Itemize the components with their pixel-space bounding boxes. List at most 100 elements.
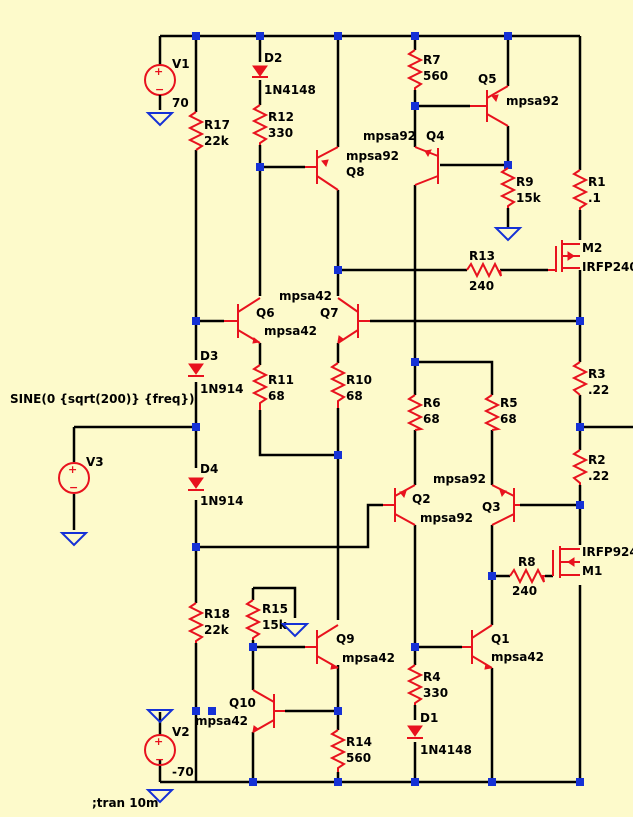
bottom-ground-icon bbox=[145, 789, 175, 804]
r12-value: 330 bbox=[268, 126, 293, 140]
q7-name: Q7 bbox=[320, 306, 339, 320]
r12-resistor[interactable]: R12 330 bbox=[251, 104, 294, 145]
r9-name: R9 bbox=[516, 175, 534, 189]
r15-resistor[interactable]: R15 15k bbox=[244, 599, 288, 640]
r13-name: R13 bbox=[469, 249, 495, 263]
r10-value: 68 bbox=[346, 389, 363, 403]
q1-transistor[interactable]: Q1 mpsa42 bbox=[462, 624, 544, 670]
q3-name: Q3 bbox=[482, 500, 501, 514]
r18-name: R18 bbox=[204, 607, 230, 621]
r11-name: R11 bbox=[268, 373, 294, 387]
q5-model: mpsa92 bbox=[506, 94, 559, 108]
v1-ground-icon bbox=[145, 112, 175, 127]
r5-resistor[interactable]: R5 68 bbox=[483, 394, 518, 431]
r6-value: 68 bbox=[423, 412, 440, 426]
v3-value: SINE(0 {sqrt(200)} {freq}) bbox=[10, 392, 194, 406]
m1-name: M1 bbox=[582, 564, 602, 578]
q10-model: mpsa42 bbox=[195, 714, 248, 728]
v1-value: 70 bbox=[172, 96, 189, 110]
r4-resistor[interactable]: R4 330 bbox=[406, 664, 448, 705]
q9-model: mpsa42 bbox=[342, 651, 395, 665]
r18-value: 22k bbox=[204, 623, 230, 637]
q4-model: mpsa92 bbox=[363, 129, 416, 143]
r10-resistor[interactable]: R10 68 bbox=[329, 362, 372, 408]
m2-mosfet[interactable]: M2 IRFP240 bbox=[548, 240, 633, 274]
q5-name: Q5 bbox=[478, 72, 497, 86]
v2-source[interactable]: + − V2 -70 bbox=[144, 725, 194, 779]
svg-text:+: + bbox=[154, 735, 163, 748]
d1-diode[interactable]: D1 1N4148 bbox=[407, 711, 472, 757]
m1-model: IRFP9240 bbox=[582, 545, 633, 559]
q1-model: mpsa42 bbox=[491, 650, 544, 664]
wires bbox=[72, 34, 633, 784]
q9-name: Q9 bbox=[336, 632, 355, 646]
q10-name: Q10 bbox=[229, 696, 256, 710]
r9-resistor[interactable]: R9 15k bbox=[499, 167, 542, 208]
r6-resistor[interactable]: R6 68 bbox=[406, 394, 441, 431]
r14-resistor[interactable]: R14 560 bbox=[329, 729, 372, 772]
q6-transistor[interactable]: Q6 mpsa42 bbox=[224, 297, 317, 344]
r3-value: .22 bbox=[588, 383, 609, 397]
q4-transistor[interactable]: mpsa92 Q4 bbox=[363, 129, 445, 186]
q9-transistor[interactable]: Q9 mpsa42 bbox=[305, 624, 395, 670]
q6-name: Q6 bbox=[256, 306, 275, 320]
r5-name: R5 bbox=[500, 396, 518, 410]
r17-resistor[interactable]: R17 22k bbox=[187, 111, 230, 151]
d4-value: 1N914 bbox=[200, 494, 243, 508]
svg-text:+: + bbox=[68, 463, 77, 476]
r13-resistor[interactable]: R13 240 bbox=[466, 249, 502, 293]
d3-value: 1N914 bbox=[200, 382, 243, 396]
r15-name: R15 bbox=[262, 602, 288, 616]
r7-resistor[interactable]: R7 560 bbox=[406, 49, 448, 90]
q8-transistor[interactable]: mpsa92 Q8 bbox=[305, 146, 399, 191]
m1-mosfet[interactable]: IRFP9240 M1 bbox=[552, 545, 633, 578]
r11-resistor[interactable]: R11 68 bbox=[251, 364, 294, 410]
q10-transistor[interactable]: Q10 mpsa42 bbox=[195, 689, 285, 733]
d2-diode[interactable]: D2 1N4148 bbox=[252, 51, 316, 97]
q8-model: mpsa92 bbox=[346, 149, 399, 163]
q6-model: mpsa42 bbox=[264, 324, 317, 338]
r4-value: 330 bbox=[423, 686, 448, 700]
r8-name: R8 bbox=[518, 555, 536, 569]
r8-resistor[interactable]: R8 240 bbox=[509, 555, 545, 598]
r7-name: R7 bbox=[423, 53, 441, 67]
svg-text:−: − bbox=[155, 83, 164, 96]
r15-ground-icon bbox=[280, 623, 310, 638]
r17-value: 22k bbox=[204, 134, 230, 148]
r17-name: R17 bbox=[204, 118, 230, 132]
r9-value: 15k bbox=[516, 191, 542, 205]
r4-name: R4 bbox=[423, 670, 441, 684]
r3-name: R3 bbox=[588, 367, 606, 381]
r2-value: .22 bbox=[588, 469, 609, 483]
q3-transistor[interactable]: mpsa92 Q3 bbox=[433, 472, 520, 526]
r18-resistor[interactable]: R18 22k bbox=[187, 602, 230, 643]
v3-ground-icon bbox=[59, 532, 89, 547]
r10-name: R10 bbox=[346, 373, 372, 387]
q7-model: mpsa42 bbox=[279, 289, 332, 303]
r5-value: 68 bbox=[500, 412, 517, 426]
q5-transistor[interactable]: Q5 mpsa92 bbox=[470, 72, 559, 127]
r7-value: 560 bbox=[423, 69, 448, 83]
d3-diode[interactable]: D3 1N914 bbox=[188, 349, 243, 396]
r11-value: 68 bbox=[268, 389, 285, 403]
r14-name: R14 bbox=[346, 735, 372, 749]
v1-source[interactable]: + − V1 70 bbox=[144, 57, 190, 110]
r13-value: 240 bbox=[469, 279, 494, 293]
junction-dots bbox=[192, 32, 584, 786]
v3-source[interactable]: + − V3 SINE(0 {sqrt(200)} {freq}) bbox=[10, 392, 194, 494]
r1-resistor[interactable]: R1 .1 bbox=[571, 169, 606, 210]
r3-resistor[interactable]: R3 .22 bbox=[571, 361, 609, 397]
d4-diode[interactable]: D4 1N914 bbox=[188, 462, 243, 508]
r15-value: 15k bbox=[262, 618, 288, 632]
r2-resistor[interactable]: R2 .22 bbox=[571, 449, 609, 485]
svg-text:+: + bbox=[154, 65, 163, 78]
r8-value: 240 bbox=[512, 584, 537, 598]
r1-value: .1 bbox=[588, 191, 601, 205]
m2-model: IRFP240 bbox=[582, 260, 633, 274]
d4-name: D4 bbox=[200, 462, 218, 476]
v2-ground-icon bbox=[145, 709, 175, 728]
v3-name: V3 bbox=[86, 455, 104, 469]
q3-model: mpsa92 bbox=[433, 472, 486, 486]
q2-transistor[interactable]: Q2 mpsa92 bbox=[383, 484, 473, 526]
q7-transistor[interactable]: mpsa42 Q7 bbox=[279, 289, 370, 344]
